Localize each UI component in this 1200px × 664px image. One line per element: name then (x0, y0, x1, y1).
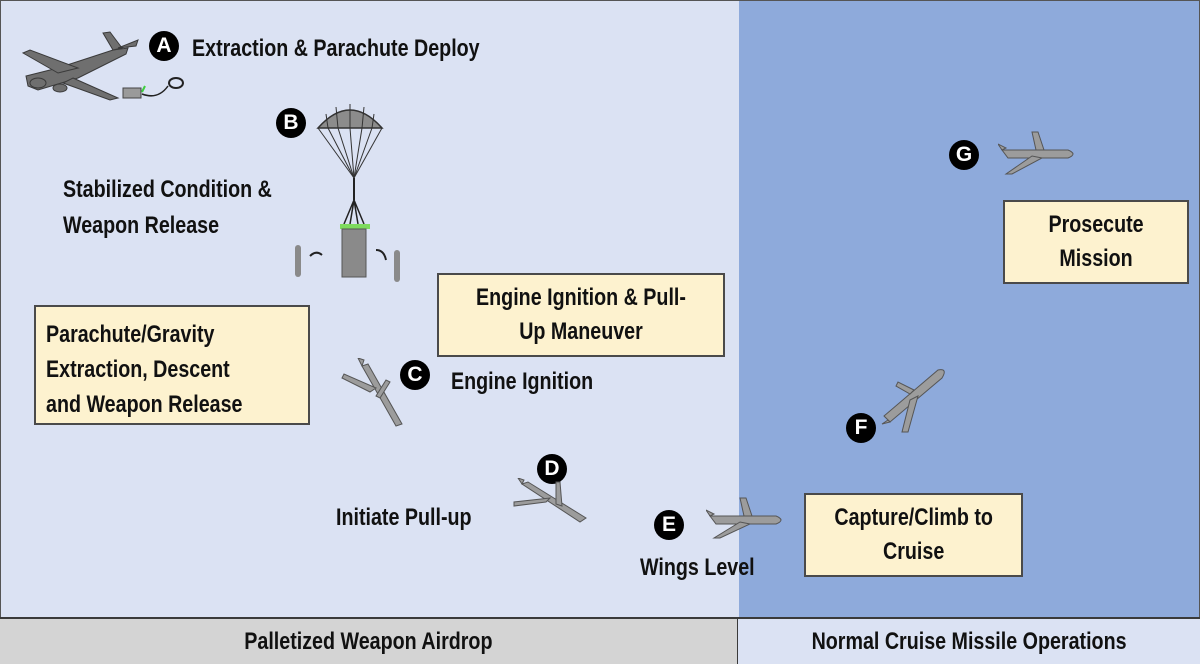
ignition-phase-box: Engine Ignition & Pull- Up Maneuver (437, 273, 725, 357)
step-d-label: Initiate Pull-up (336, 504, 472, 531)
missile-pullup-icon (513, 478, 587, 523)
step-c-label: Engine Ignition (451, 368, 594, 395)
cruise-phase-label: Normal Cruise Missile Operations (811, 627, 1127, 655)
step-a-label: Extraction & Parachute Deploy (192, 35, 480, 62)
missile-diving-icon (341, 358, 403, 427)
mission-phase-box: Prosecute Mission (1003, 200, 1189, 284)
missile-climb-icon (881, 369, 945, 433)
step-marker-d: D (537, 454, 567, 484)
step-marker-a: A (149, 31, 179, 61)
parachute-icon (295, 104, 400, 282)
climb-phase-box: Capture/Climb to Cruise (804, 493, 1023, 577)
step-marker-g: G (949, 140, 979, 170)
step-marker-e: E (654, 510, 684, 540)
step-marker-c: C (400, 360, 430, 390)
step-b-label: Stabilized Condition & Weapon Release (63, 176, 272, 239)
cruise-phase-footer: Normal Cruise Missile Operations (738, 617, 1200, 664)
airdrop-phase-label: Palletized Weapon Airdrop (244, 627, 493, 655)
missile-level-icon (706, 497, 782, 539)
cargo-aircraft-icon (21, 31, 184, 101)
missile-cruise-icon (998, 131, 1074, 175)
descent-phase-box: Parachute/Gravity Extraction, Descent an… (34, 305, 310, 425)
step-marker-f: F (846, 413, 876, 443)
airdrop-phase-footer: Palletized Weapon Airdrop (0, 617, 738, 664)
step-marker-b: B (276, 108, 306, 138)
step-e-label: Wings Level (640, 554, 755, 581)
